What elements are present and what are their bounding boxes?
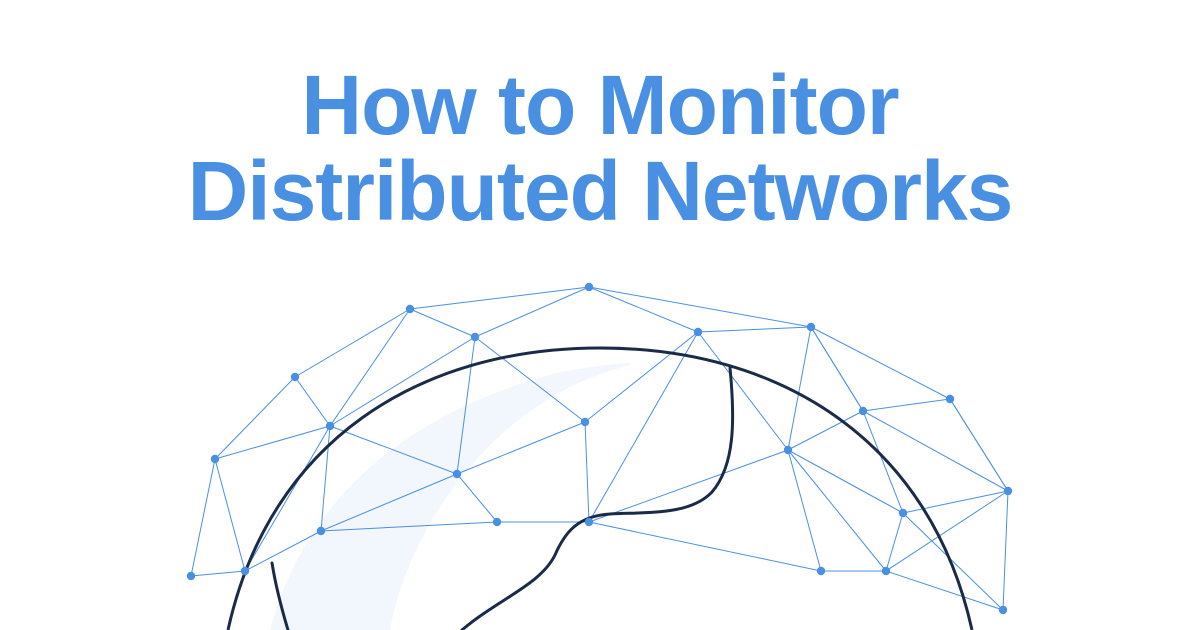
- network-edge: [474, 286, 590, 338]
- network-edge: [190, 570, 246, 577]
- network-node: [316, 526, 326, 536]
- network-node: [858, 406, 868, 416]
- network-edge: [787, 449, 887, 572]
- continent-line-left: [270, 561, 290, 630]
- network-edge: [885, 512, 904, 572]
- network-node: [816, 566, 826, 576]
- network-node: [405, 304, 415, 314]
- network-edge: [456, 473, 498, 523]
- network-edge: [409, 286, 590, 310]
- network-node: [290, 372, 300, 382]
- network-edge: [862, 410, 904, 514]
- network-node: [452, 469, 462, 479]
- network-edge: [584, 331, 699, 423]
- network-node: [240, 566, 250, 576]
- network-edge: [810, 326, 951, 400]
- network-edge: [214, 376, 296, 460]
- continent-line: [460, 366, 735, 630]
- network-edge: [1002, 490, 1009, 611]
- network-edge: [329, 336, 476, 427]
- network-edge: [294, 376, 331, 427]
- network-edge: [320, 473, 458, 532]
- network-edge: [214, 425, 331, 460]
- network-edge: [474, 336, 586, 423]
- network-edge: [787, 326, 812, 451]
- network-node: [806, 322, 816, 332]
- network-edge: [329, 308, 411, 427]
- network-edge: [320, 521, 498, 532]
- network-edge: [885, 570, 1004, 611]
- network-edge: [588, 521, 822, 572]
- network-edge: [588, 331, 699, 523]
- network-edge: [214, 458, 246, 572]
- network-edge: [244, 425, 331, 572]
- network-node: [1003, 486, 1013, 496]
- network-edge: [456, 421, 586, 475]
- title-line-1: How to Monitor: [301, 58, 899, 152]
- network-edge: [588, 449, 789, 523]
- network-edge: [787, 410, 864, 451]
- network-edge: [810, 326, 864, 412]
- network-node: [325, 421, 335, 431]
- network-node: [945, 394, 955, 404]
- network-edge: [862, 410, 1009, 492]
- network-edge: [787, 449, 822, 572]
- network-edge: [190, 458, 216, 577]
- network-edge: [902, 512, 1004, 611]
- network-edge: [584, 421, 590, 523]
- network-node: [783, 445, 793, 455]
- network-edge: [885, 490, 1009, 572]
- network-edge: [902, 490, 1009, 514]
- network-edge: [409, 308, 476, 338]
- network-edge: [787, 449, 904, 514]
- network-edge: [862, 398, 951, 412]
- network-lines: [190, 286, 1009, 611]
- network-edge: [329, 425, 458, 475]
- network-node: [584, 517, 594, 527]
- network-node: [693, 327, 703, 337]
- globe-highlight: [270, 363, 632, 630]
- network-edge: [588, 286, 699, 333]
- network-node: [186, 571, 196, 581]
- network-edge: [588, 286, 812, 328]
- globe-outline: [226, 346, 974, 630]
- network-node: [492, 517, 502, 527]
- network-nodes: [186, 282, 1013, 615]
- network-node: [898, 508, 908, 518]
- network-node: [998, 605, 1008, 615]
- network-node: [210, 454, 220, 464]
- network-edge: [244, 530, 322, 572]
- network-node: [470, 332, 480, 342]
- network-node: [881, 566, 891, 576]
- network-edge: [697, 326, 812, 333]
- network-edge: [949, 398, 1009, 492]
- network-node: [580, 417, 590, 427]
- page-title: How to Monitor Distributed Networks: [0, 62, 1200, 234]
- network-edge: [456, 336, 476, 475]
- network-edge: [697, 331, 789, 451]
- network-edge: [294, 308, 411, 378]
- network-node: [584, 282, 594, 292]
- title-line-2: Distributed Networks: [187, 144, 1014, 238]
